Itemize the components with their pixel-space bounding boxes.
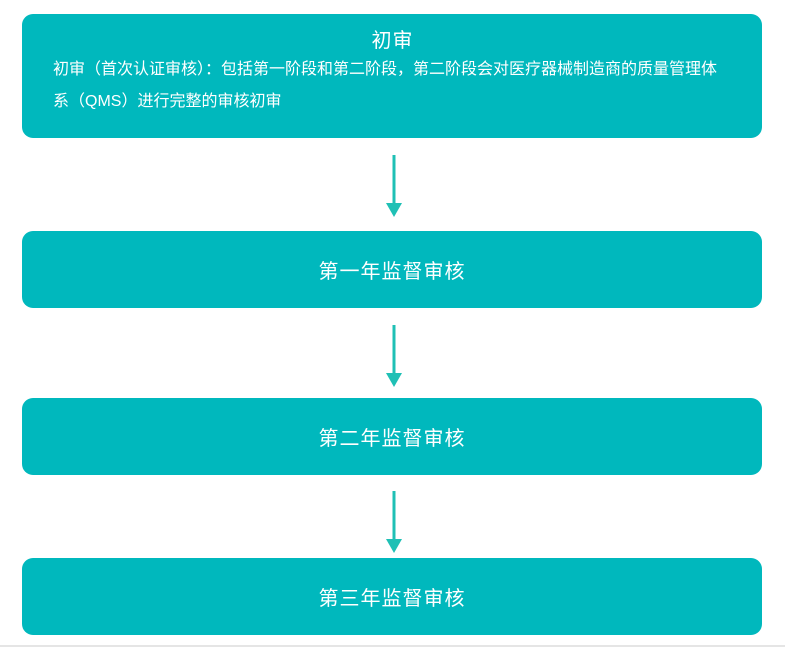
node-year3-surveillance-audit: 第三年监督审核 [22, 558, 762, 635]
node-label: 第三年监督审核 [318, 588, 466, 610]
arrow-down-icon [385, 325, 403, 387]
node-initial-audit-title: 初审 [371, 30, 414, 52]
node-initial-audit-description: 初审（首次认证审核）：包括第一阶段和第二阶段，第二阶段会对医疗器械制造商的质量管… [53, 61, 718, 110]
node-year1-surveillance-audit: 第一年监督审核 [22, 231, 762, 308]
node-year2-surveillance-audit: 第二年监督审核 [22, 398, 762, 475]
node-initial-audit: 初审 初审（首次认证审核）：包括第一阶段和第二阶段，第二阶段会对医疗器械制造商的… [22, 14, 762, 138]
node-label: 第二年监督审核 [318, 428, 466, 450]
arrow-down-icon [385, 155, 403, 217]
arrow-down-icon [385, 491, 403, 553]
node-label: 第一年监督审核 [318, 261, 466, 283]
bottom-divider [0, 645, 785, 647]
